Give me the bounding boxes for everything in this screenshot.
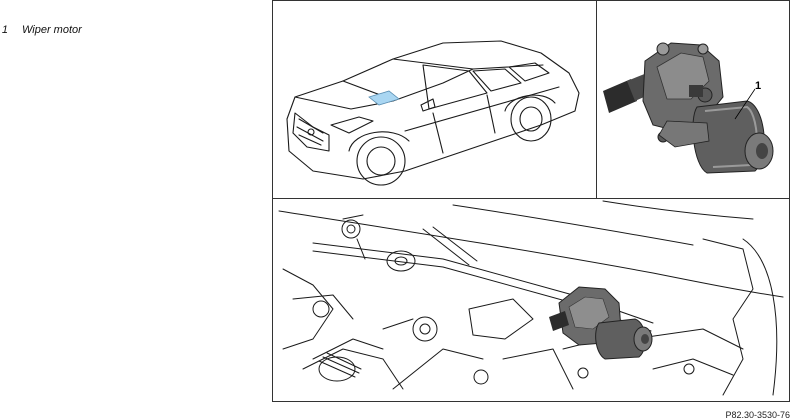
- vehicle-overview-panel: [273, 1, 596, 198]
- legend-item-label: Wiper motor: [22, 24, 82, 36]
- wiper-motor-illustration: 1: [603, 42, 774, 174]
- figure-divider-horizontal: [273, 198, 789, 199]
- reference-code: P82.30-3530-76: [725, 410, 790, 420]
- installation-illustration: [278, 200, 784, 396]
- figure-frame: 1: [272, 0, 790, 402]
- vehicle-illustration: [286, 40, 580, 186]
- legend: 1 Wiper motor: [0, 24, 82, 36]
- callout-label-motor: 1: [755, 80, 761, 92]
- installed-wiper-motor: [549, 286, 653, 360]
- installation-panel: [273, 199, 789, 401]
- figure-divider-vertical: [596, 1, 597, 198]
- wiper-location-highlight: [368, 90, 400, 106]
- legend-item-number: 1: [1, 24, 8, 36]
- motor-detail-panel: 1: [597, 1, 789, 198]
